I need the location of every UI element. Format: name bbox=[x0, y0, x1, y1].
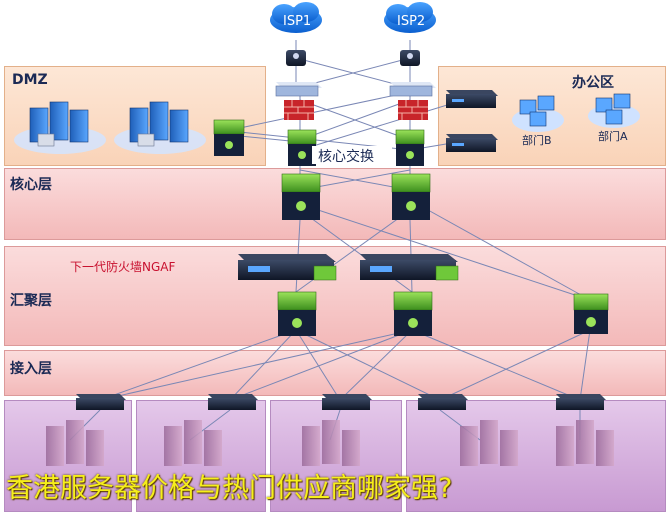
office-label: 办公区 bbox=[572, 75, 614, 91]
firewall-icon bbox=[284, 100, 314, 120]
dmz-server-cluster-icon bbox=[14, 101, 106, 154]
isp2-cloud-icon bbox=[384, 2, 436, 33]
server-cluster-icon bbox=[46, 420, 104, 466]
router-icon bbox=[286, 50, 306, 66]
server-cluster-icon bbox=[556, 420, 614, 466]
dmz-label: DMZ bbox=[12, 72, 48, 88]
connection-lines bbox=[69, 40, 591, 441]
office-appliance-icon bbox=[446, 90, 498, 108]
ngaf-firewall-icon bbox=[238, 254, 337, 281]
banner-title: 香港服务器价格与热门供应商哪家强? bbox=[6, 473, 453, 504]
isp1-cloud-icon bbox=[270, 2, 322, 33]
aggregation-switch-icon bbox=[573, 293, 609, 334]
router-icon bbox=[400, 50, 420, 66]
server-cluster-icon bbox=[302, 420, 360, 466]
server-cluster-icon bbox=[164, 420, 222, 466]
core-switch-label-bg bbox=[312, 146, 392, 164]
load-balancer-icon bbox=[389, 82, 436, 97]
core-layer-label: 核心层 bbox=[10, 177, 52, 193]
department-b-icon bbox=[512, 95, 564, 132]
access-switch-icon bbox=[322, 394, 372, 410]
aggregation-layer-zone bbox=[4, 246, 666, 346]
aggregation-switch-icon bbox=[277, 291, 317, 336]
server-zone-4 bbox=[406, 400, 666, 512]
access-layer-label: 接入层 bbox=[10, 361, 52, 377]
office-appliance-icon bbox=[446, 134, 498, 152]
dmz-switch-icon bbox=[213, 119, 245, 156]
access-switch-icon bbox=[76, 394, 126, 410]
core-layer-switch-icon bbox=[281, 173, 321, 220]
department-a-icon bbox=[588, 93, 640, 128]
access-switch-icon bbox=[208, 394, 258, 410]
aggregation-layer-label: 汇聚层 bbox=[10, 293, 52, 309]
core-switch-icon bbox=[395, 129, 425, 166]
core-switch-label: 核心交换 bbox=[318, 148, 374, 165]
access-switch-icon bbox=[556, 394, 606, 410]
ngaf-label: 下一代防火墙NGAF bbox=[70, 260, 176, 274]
aggregation-switch-icon bbox=[393, 291, 433, 336]
access-switch-icon bbox=[418, 394, 468, 410]
department-a-label: 部门A bbox=[598, 129, 628, 143]
core-layer-switch-icon bbox=[391, 173, 431, 220]
core-layer-zone bbox=[4, 168, 666, 240]
load-balancer-icon bbox=[275, 82, 322, 97]
dmz-server-cluster-icon bbox=[114, 101, 206, 154]
core-switch-icon bbox=[287, 129, 317, 166]
department-b-label: 部门B bbox=[522, 133, 552, 147]
server-cluster-icon bbox=[460, 420, 518, 466]
firewall-icon bbox=[398, 100, 428, 120]
ngaf-firewall-icon bbox=[360, 254, 459, 281]
isp1-label: ISP1 bbox=[283, 14, 311, 29]
isp2-label: ISP2 bbox=[397, 14, 425, 29]
